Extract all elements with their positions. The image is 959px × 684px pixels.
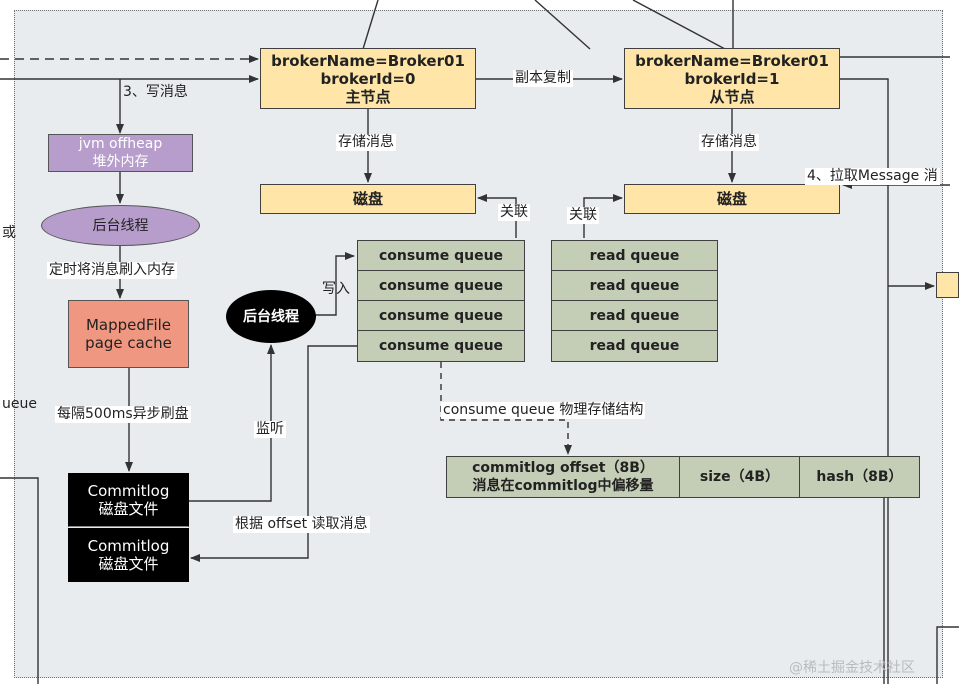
physical-struct-label: consume queue 物理存储结构 — [441, 402, 646, 419]
slave-broker-id: brokerId=1 — [684, 69, 780, 88]
consume-queue-2: consume queue — [357, 270, 525, 301]
read-queue-2: read queue — [551, 270, 718, 301]
struct-size-cell: size（4B） — [679, 456, 800, 498]
struct-hash-cell: hash（8B） — [799, 456, 920, 498]
slave-disk: 磁盘 — [624, 184, 840, 214]
left-bracket-line — [0, 477, 39, 684]
right-edge-box — [936, 272, 959, 298]
consume-queue-4-label: consume queue — [378, 338, 504, 354]
assoc-right-arrow — [583, 194, 623, 238]
background-thread-purple-label: 后台线程 — [92, 217, 149, 234]
right-bracket-line — [936, 626, 959, 684]
slave-role: 从节点 — [709, 87, 755, 106]
struct-offset-label: commitlog offset（8B） — [472, 460, 654, 476]
read-queue-1: read queue — [551, 240, 718, 271]
commitlog-file-1: Commitlog 磁盘文件 — [68, 473, 189, 527]
store-master-label: 存储消息 — [336, 134, 396, 151]
consume-queue-3-label: consume queue — [378, 307, 504, 324]
read-queue-3: read queue — [551, 300, 718, 331]
master-node: brokerName=Broker01 brokerId=0 主节点 — [260, 48, 476, 109]
read-queue-4: read queue — [551, 330, 718, 362]
consume-queue-1: consume queue — [357, 240, 525, 271]
consume-queue-1-label: consume queue — [378, 247, 504, 264]
master-broker-name: brokerName=Broker01 — [271, 51, 465, 70]
write-into-queue-arrow — [315, 252, 355, 316]
struct-dashed-arrow — [440, 362, 572, 455]
left-cut-char: 或 — [2, 225, 16, 241]
master-disk: 磁盘 — [260, 184, 476, 214]
commitlog-1-label: Commitlog — [87, 482, 170, 500]
consume-queue-3: consume queue — [357, 300, 525, 331]
write-in-label: 写入 — [322, 281, 350, 297]
mappedfile-label: MappedFile — [85, 316, 172, 334]
consume-queue-4: consume queue — [357, 330, 525, 362]
background-thread-black-label: 后台线程 — [243, 308, 299, 325]
consume-queue-2-label: consume queue — [378, 277, 504, 294]
master-role: 主节点 — [345, 87, 391, 106]
commitlog-2-sublabel: 磁盘文件 — [98, 555, 159, 573]
timed-flush-label: 定时将消息刷入内存 — [47, 262, 177, 279]
assoc-left-arrow — [477, 194, 517, 238]
background-thread-black: 后台线程 — [226, 290, 316, 343]
jvm-offheap-box: jvm offheap 堆外内存 — [48, 134, 193, 172]
background-thread-purple: 后台线程 — [41, 205, 200, 246]
watermark: @稀土掘金技术社区 — [789, 660, 915, 676]
top-line-a — [362, 0, 379, 50]
struct-offset-desc: 消息在commitlog中偏移量 — [472, 478, 654, 494]
read-by-offset-label: 根据 offset 读取消息 — [233, 516, 370, 533]
store-slave-label: 存储消息 — [699, 134, 759, 151]
struct-offset-cell: commitlog offset（8B） 消息在commitlog中偏移量 — [446, 456, 680, 498]
replicate-label: 副本复制 — [513, 70, 573, 87]
top-line-c — [632, 0, 726, 50]
read-queue-3-label: read queue — [589, 307, 680, 324]
top-line-b — [534, 0, 591, 50]
master-disk-label: 磁盘 — [352, 190, 383, 208]
slave-disk-label: 磁盘 — [716, 190, 747, 208]
master-broker-id: brokerId=0 — [320, 69, 416, 88]
pagecache-label: page cache — [85, 334, 172, 352]
async-flush-label: 每隔500ms异步刷盘 — [55, 406, 191, 423]
pull-msg-label: 4、拉取Message 消 — [805, 168, 940, 185]
read-queue-2-label: read queue — [589, 277, 680, 294]
assoc-left-label: 关联 — [498, 204, 530, 221]
read-by-offset-arrow — [190, 345, 357, 562]
write-msg-label: 3、写消息 — [123, 84, 188, 100]
commitlog-file-2: Commitlog 磁盘文件 — [68, 528, 189, 582]
read-queue-1-label: read queue — [589, 247, 680, 264]
slave-node: brokerName=Broker01 brokerId=1 从节点 — [624, 48, 840, 109]
left-cut-queue: ueue — [2, 396, 37, 412]
commitlog-2-label: Commitlog — [87, 537, 170, 555]
struct-hash-label: hash（8B） — [816, 469, 903, 485]
jvm-offheap-sublabel: 堆外内存 — [92, 154, 149, 170]
commitlog-1-sublabel: 磁盘文件 — [98, 500, 159, 518]
listen-label: 监听 — [254, 421, 286, 438]
assoc-right-label: 关联 — [567, 207, 599, 224]
listen-arrow — [188, 344, 275, 502]
mappedfile-box: MappedFile page cache — [68, 300, 189, 368]
jvm-offheap-label: jvm offheap — [78, 136, 163, 152]
slave-broker-name: brokerName=Broker01 — [635, 51, 829, 70]
struct-size-label: size（4B） — [699, 469, 780, 485]
read-queue-4-label: read queue — [589, 338, 680, 354]
